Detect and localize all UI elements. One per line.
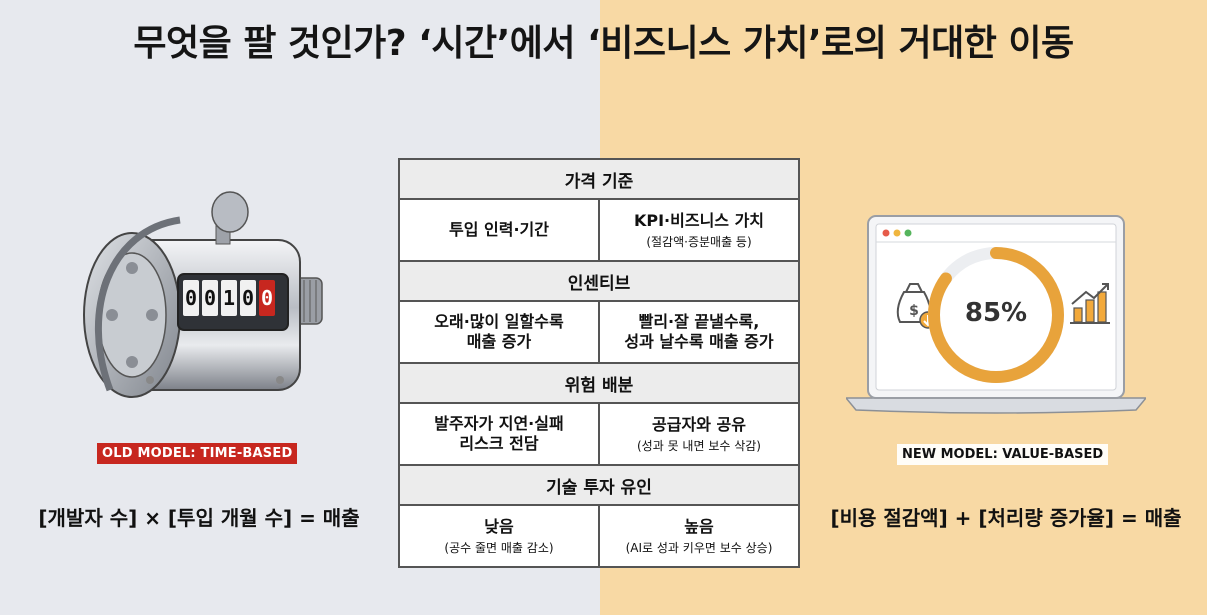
new-model-badge: NEW MODEL: VALUE-BASED (897, 444, 1109, 465)
cell-main-text: KPI·비즈니스 가치 (633, 210, 765, 230)
cell-main-text: 낮음 (484, 516, 514, 536)
old-model-cell: 오래·많이 일할수록 매출 증가 (400, 302, 598, 362)
old-model-cell: 발주자가 지연·실패 리스크 전담 (400, 404, 598, 464)
comparison-row: 발주자가 지연·실패 리스크 전담 공급자와 공유 (성과 못 내면 보수 삭감… (400, 404, 798, 466)
cell-main-text: 공급자와 공유 (652, 414, 746, 434)
cell-main-text: 오래·많이 일할수록 매출 증가 (434, 312, 564, 351)
cell-main-text: 높음 (684, 516, 714, 536)
comparison-row: 오래·많이 일할수록 매출 증가 빨리·잘 끝낼수록, 성과 날수록 매출 증가 (400, 302, 798, 364)
new-model-formula: [비용 절감액] + [처리량 증가율] = 매출 (830, 506, 1182, 530)
old-model-badge: OLD MODEL: TIME-BASED (97, 443, 298, 464)
old-model-cell: 낮음 (공수 줄면 매출 감소) (400, 506, 598, 566)
section-header: 인센티브 (400, 262, 798, 302)
cell-sub-text: (절감액·증분매출 등) (646, 234, 752, 249)
window-dot-icon (904, 229, 912, 237)
counter-digit: 0 (183, 280, 199, 316)
counter-digit: 1 (221, 280, 237, 316)
svg-text:$: $ (909, 303, 919, 319)
cell-sub-text: (성과 못 내면 보수 삭감) (637, 438, 761, 453)
section-header: 위험 배분 (400, 364, 798, 404)
cell-main-text: 빨리·잘 끝낼수록, 성과 날수록 매출 증가 (624, 312, 774, 351)
section-header: 기술 투자 유인 (400, 466, 798, 506)
comparison-row: 낮음 (공수 줄면 매출 감소) 높음 (AI로 성과 키우면 보수 상승) (400, 506, 798, 566)
counter-digit-highlight: 0 (259, 280, 275, 316)
new-model-cell: KPI·비즈니스 가치 (절감액·증분매출 등) (598, 200, 798, 260)
counter-digits: 0 0 1 0 0 (183, 280, 275, 316)
growth-chart-icon (1070, 283, 1110, 324)
counter-digit: 0 (202, 280, 218, 316)
old-model-formula: [개발자 수] × [투입 개월 수] = 매출 (38, 506, 360, 530)
comparison-row: 투입 인력·기간 KPI·비즈니스 가치 (절감액·증분매출 등) (400, 200, 798, 262)
cell-sub-text: (AI로 성과 키우면 보수 상승) (625, 540, 773, 555)
cell-main-text: 투입 인력·기간 (449, 220, 549, 239)
window-dot-icon (882, 229, 890, 237)
old-model-cell: 투입 인력·기간 (400, 200, 598, 260)
gauge-label: 85% (964, 298, 1028, 328)
cell-main-text: 발주자가 지연·실패 리스크 전담 (434, 414, 564, 453)
new-model-cell: 빨리·잘 끝낼수록, 성과 날수록 매출 증가 (598, 302, 798, 362)
new-model-cell: 높음 (AI로 성과 키우면 보수 상승) (598, 506, 798, 566)
page-title: 무엇을 팔 것인가? ‘시간’에서 ‘비즈니스 가치’로의 거대한 이동 (133, 23, 1074, 64)
cell-sub-text: (공수 줄면 매출 감소) (444, 540, 554, 555)
comparison-table: 가격 기준 투입 인력·기간 KPI·비즈니스 가치 (절감액·증분매출 등) … (398, 158, 800, 568)
laptop-dashboard-icon: $ (846, 215, 1146, 414)
progress-gauge (928, 247, 1064, 383)
section-header: 가격 기준 (400, 160, 798, 200)
counter-digit: 0 (240, 280, 256, 316)
window-dot-icon (893, 229, 901, 237)
new-model-cell: 공급자와 공유 (성과 못 내면 보수 삭감) (598, 404, 798, 464)
